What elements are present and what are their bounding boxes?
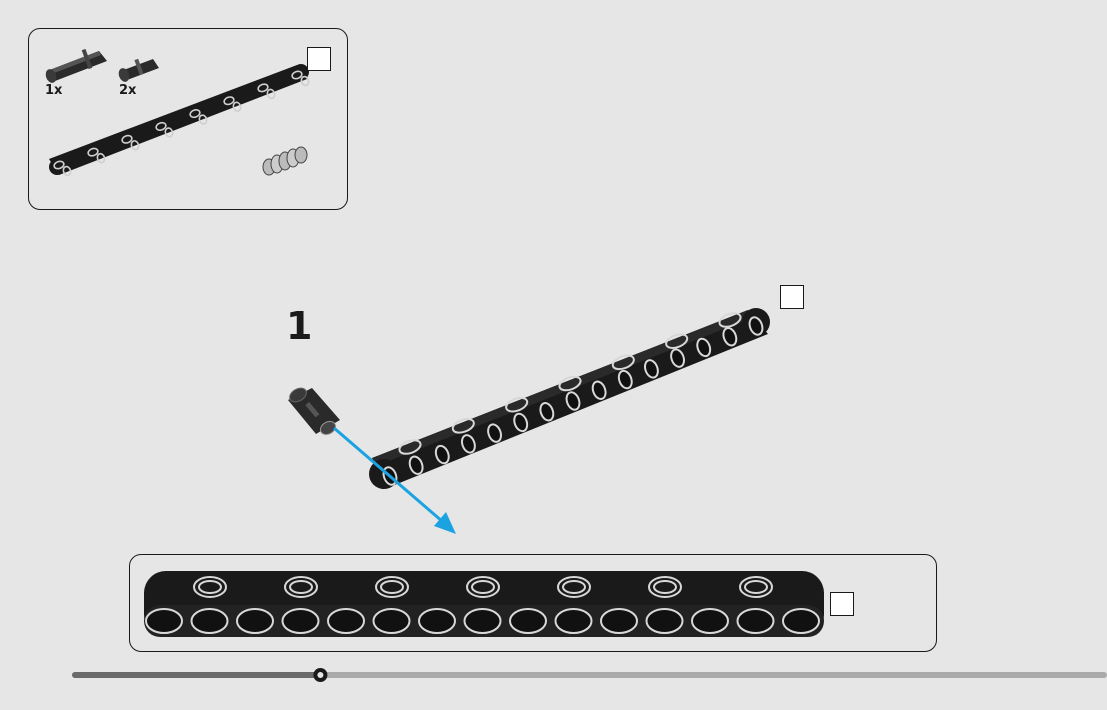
result-beam-drawing bbox=[130, 555, 938, 653]
result-callout-panel bbox=[129, 554, 937, 652]
beam-hole bbox=[692, 609, 728, 633]
beam-hole bbox=[556, 609, 592, 633]
beam-hole bbox=[647, 609, 683, 633]
result-checkbox[interactable] bbox=[830, 592, 854, 616]
beam-hole bbox=[374, 609, 410, 633]
beam-hole bbox=[510, 609, 546, 633]
beam-hole bbox=[146, 609, 182, 633]
beam-hole bbox=[237, 609, 273, 633]
beam-hole bbox=[328, 609, 364, 633]
progress-gear-icon bbox=[313, 668, 327, 682]
liftarm-beam bbox=[369, 308, 770, 489]
progress-fill bbox=[72, 672, 320, 678]
beam-hole bbox=[465, 609, 501, 633]
beam-hole bbox=[192, 609, 228, 633]
progress-bar bbox=[0, 660, 1107, 690]
beam-hole bbox=[601, 609, 637, 633]
pin-part bbox=[287, 385, 340, 437]
beam-hole bbox=[419, 609, 455, 633]
beam-hole bbox=[783, 609, 819, 633]
beam-hole bbox=[283, 609, 319, 633]
beam-hole bbox=[738, 609, 774, 633]
